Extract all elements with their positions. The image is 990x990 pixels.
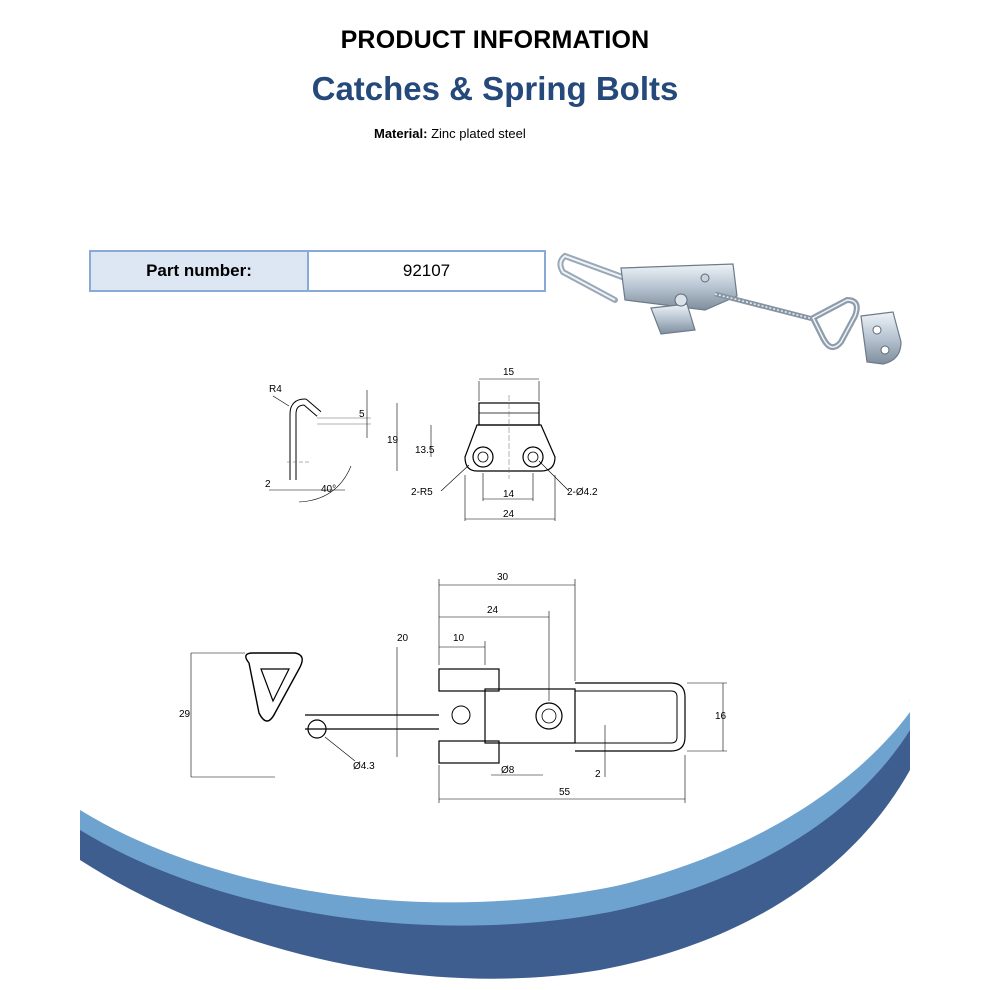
dim-13-5: 13.5 [415, 445, 435, 456]
dim-10: 10 [453, 633, 465, 644]
material-value: Zinc plated steel [431, 126, 526, 141]
dim-phi8: Ø8 [501, 765, 515, 776]
page-subtitle: Catches & Spring Bolts [311, 70, 679, 107]
dim-2-r5: 2-R5 [411, 487, 433, 498]
material-label: Material: [374, 126, 428, 141]
dim-2-main: 2 [595, 769, 601, 780]
dim-14: 14 [503, 489, 515, 500]
dim-30: 30 [497, 572, 509, 583]
dim-20: 20 [397, 633, 409, 644]
dim-phi4-3: Ø4.3 [353, 761, 375, 772]
dim-r4: R4 [269, 384, 282, 395]
dim-24-main: 24 [487, 605, 499, 616]
dim-16: 16 [715, 711, 727, 722]
product-photo [557, 252, 902, 365]
material-line: Material: Zinc plated steel [374, 126, 526, 141]
part-number-label: Part number: [91, 252, 309, 290]
dim-29: 29 [179, 709, 191, 720]
dim-5: 5 [359, 409, 365, 420]
dim-15: 15 [503, 367, 515, 378]
decorative-wave [80, 700, 910, 979]
dim-24-bracket: 24 [503, 509, 515, 520]
dim-2-side: 2 [265, 479, 271, 490]
part-number-table: Part number: 92107 [89, 250, 546, 292]
dim-55: 55 [559, 787, 571, 798]
dim-40deg: 40° [321, 484, 336, 495]
bracket-view-drawing: 15 19 13.5 2-R5 14 2-Ø4.2 24 [387, 367, 598, 521]
main-view-drawing: 30 24 20 10 29 16 Ø4.3 Ø8 2 55 [179, 572, 727, 803]
dim-19: 19 [387, 435, 399, 446]
dim-2-phi4-2: 2-Ø4.2 [567, 487, 598, 498]
page-title: PRODUCT INFORMATION [340, 26, 650, 54]
side-view-drawing: R4 5 2 40° [265, 384, 371, 503]
part-number-value: 92107 [402, 261, 451, 280]
